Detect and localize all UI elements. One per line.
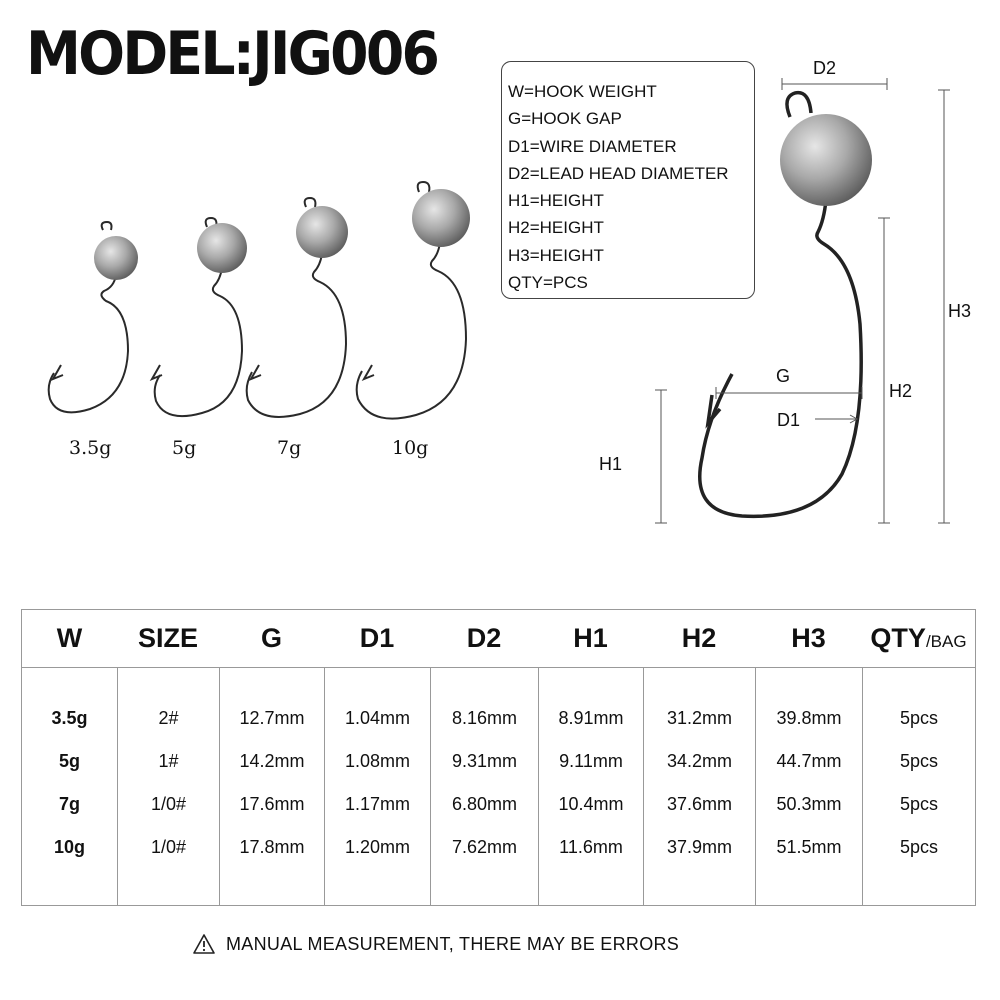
legend-item: H2=HEIGHT: [508, 218, 604, 238]
column-header: SIZE: [137, 623, 198, 653]
dimension-label-g: G: [776, 366, 791, 386]
table-cell: 1.04mm: [344, 708, 411, 728]
column-header: W: [56, 623, 83, 653]
table-cell: 1.17mm: [344, 794, 411, 814]
weight-label: 5g: [172, 437, 197, 459]
table-column: 39.8mm 44.7mm 50.3mm 51.5mm: [755, 667, 862, 905]
column-header: D1: [359, 623, 395, 653]
column-header: H2: [681, 623, 717, 653]
legend-item: QTY=PCS: [508, 273, 588, 293]
table-cell: 1#: [158, 751, 179, 771]
table-cell: 7.62mm: [451, 837, 518, 857]
table-body: 3.5g 5g 7g 10g 2# 1# 1/0# 1/0# 12.7mm 14.2mm 17.6m…: [22, 667, 975, 905]
table-column: 2# 1# 1/0# 1/0#: [117, 667, 219, 905]
diagram-hook-icon: [698, 90, 863, 519]
column-header: D2: [466, 623, 502, 653]
footer-note: MANUAL MEASUREMENT, THERE MAY BE ERRORS: [192, 933, 679, 955]
qty-suffix: /BAG: [925, 631, 967, 651]
table-cell: 11.6mm: [559, 837, 623, 857]
table-cell: 17.6mm: [239, 794, 305, 814]
hook-10g-icon: [355, 180, 468, 420]
column-header: H1: [573, 623, 608, 653]
hook-illustrations: [47, 78, 950, 524]
table-header: W SIZE G D1 D2 H1 H2 H3 QTY/BAG: [22, 610, 975, 668]
dimension-label-d2: D2: [813, 58, 837, 78]
spec-table: W SIZE G D1 D2 H1 H2 H3 QTY/BAG 3.5g 5g 7g…: [21, 609, 976, 906]
table-cell: 44.7mm: [776, 751, 842, 771]
table-cell: 3.5g: [51, 708, 88, 728]
legend-item: D1=WIRE DIAMETER: [508, 136, 677, 156]
table-cell: 31.2mm: [666, 708, 733, 728]
table-cell: 8.91mm: [558, 708, 624, 728]
legend-item: G=HOOK GAP: [508, 109, 622, 129]
table-cell: 12.7mm: [239, 708, 305, 728]
table-cell: 5pcs: [899, 751, 939, 771]
legend-item: H1=HEIGHT: [508, 191, 604, 211]
hook-7g-icon: [245, 196, 348, 418]
page-title: MODEL:JIG006: [26, 19, 440, 89]
table-cell: 5pcs: [899, 837, 939, 857]
table-cell: 34.2mm: [666, 751, 733, 771]
table-cell: 17.8mm: [239, 837, 305, 857]
table-cell: 39.8mm: [776, 708, 842, 728]
table-cell: 9.31mm: [451, 751, 518, 771]
table-column: 12.7mm 14.2mm 17.6mm 17.8mm: [219, 667, 324, 905]
column-header: H3: [791, 623, 826, 653]
table-cell: 5pcs: [899, 708, 939, 728]
hook-5g-icon: [149, 216, 244, 417]
table-cell: 37.9mm: [666, 837, 733, 857]
weight-label: 3.5g: [69, 437, 112, 459]
table-cell: 8.16mm: [451, 708, 518, 728]
table-cell: 5g: [58, 751, 80, 771]
warning-icon: [193, 934, 215, 954]
table-cell: 5pcs: [899, 794, 939, 814]
table-cell: 14.2mm: [239, 751, 305, 771]
table-column: 1.04mm 1.08mm 1.17mm 1.20mm: [324, 667, 430, 905]
table-cell: 6.80mm: [451, 794, 518, 814]
table-cell: 50.3mm: [776, 794, 842, 814]
dimension-label-h3: H3: [948, 301, 972, 321]
table-cell: 1/0#: [150, 794, 187, 814]
weight-label: 10g: [392, 437, 429, 459]
qty-header: QTY: [870, 623, 926, 653]
dimension-label-h1: H1: [599, 454, 623, 474]
table-column: 5pcs 5pcs 5pcs 5pcs: [862, 667, 975, 905]
table-column: 8.16mm 9.31mm 6.80mm 7.62mm: [430, 667, 538, 905]
legend-item: D2=LEAD HEAD DIAMETER: [508, 163, 729, 183]
table-cell: 10g: [53, 837, 86, 857]
footer-text: MANUAL MEASUREMENT, THERE MAY BE ERRORS: [226, 933, 680, 954]
dimension-label-d1: D1: [777, 410, 801, 430]
table-cell: 7g: [58, 794, 80, 814]
table-column: 3.5g 5g 7g 10g: [22, 667, 117, 905]
hook-3-5g-icon: [47, 220, 130, 414]
table-column: 31.2mm 34.2mm 37.6mm 37.9mm: [643, 667, 755, 905]
legend-item: W=HOOK WEIGHT: [508, 82, 657, 101]
table-cell: 9.11mm: [559, 751, 623, 771]
table-cell: 10.4mm: [558, 794, 624, 814]
dimension-label-h2: H2: [889, 381, 913, 401]
legend-item: H3=HEIGHT: [508, 245, 604, 265]
weight-label: 7g: [277, 437, 302, 459]
table-cell: 1.08mm: [344, 751, 411, 771]
table-cell: 1/0#: [150, 837, 187, 857]
dimension-legend: W=HOOK WEIGHT G=HOOK GAP D1=WIRE DIAMETE…: [501, 61, 755, 299]
table-cell: 37.6mm: [666, 794, 733, 814]
table-column: 8.91mm 9.11mm 10.4mm 11.6mm: [538, 667, 643, 905]
table-cell: 51.5mm: [776, 837, 842, 857]
table-cell: 2#: [158, 708, 179, 728]
table-cell: 1.20mm: [344, 837, 411, 857]
column-header: G: [260, 623, 282, 653]
column-header-qty: QTY/BAG: [862, 610, 975, 667]
